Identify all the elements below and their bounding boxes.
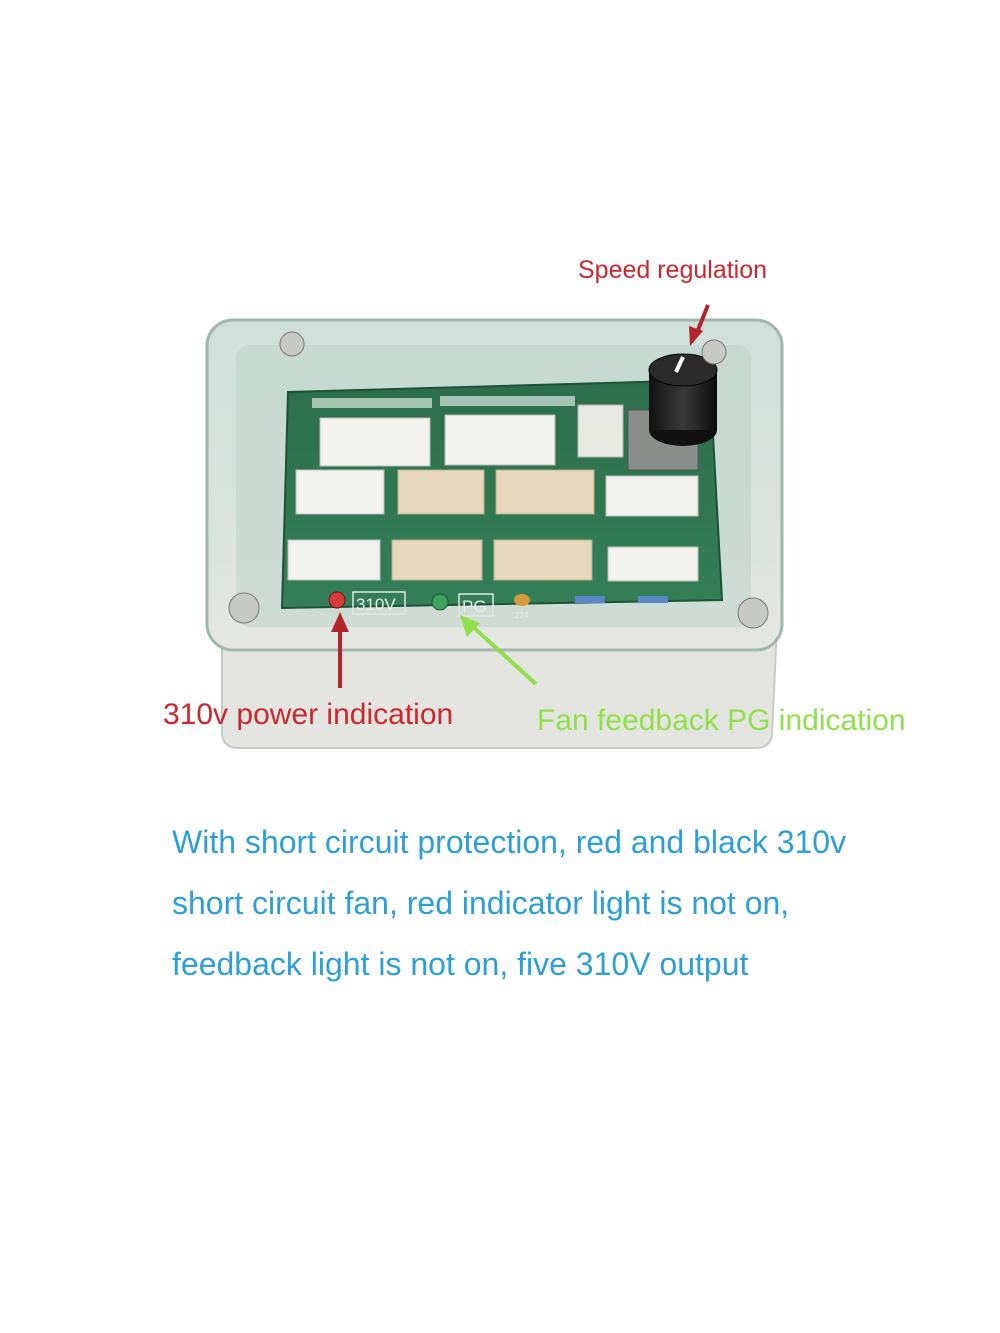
speed-knob [627,353,718,471]
screw-icons [228,331,769,629]
pg-indication-label: Fan feedback PG indication [537,704,906,737]
description-line-3: feedback light is not on, five 310V outp… [172,946,749,982]
pg-arrow-icon [460,615,538,686]
power-indication-label: 310v power indication [163,698,454,731]
connector-row-2 [295,469,699,517]
board-label-pg: PG [462,597,487,616]
green-led [431,593,449,611]
red-led [328,591,346,609]
description-line-2: short circuit fan, red indicator light i… [172,885,790,921]
connector-row-1 [319,404,624,467]
capacitor-code: 224 [515,611,529,620]
speed-arrow-icon [689,304,710,346]
speed-regulation-label: Speed regulation [578,256,768,284]
description-text: With short circuit protection, red and b… [172,812,972,995]
power-arrow-icon [331,612,349,688]
board-label-310v: 310V [356,595,396,614]
description-line-1: With short circuit protection, red and b… [172,824,847,860]
connector-row-3 [287,539,699,582]
